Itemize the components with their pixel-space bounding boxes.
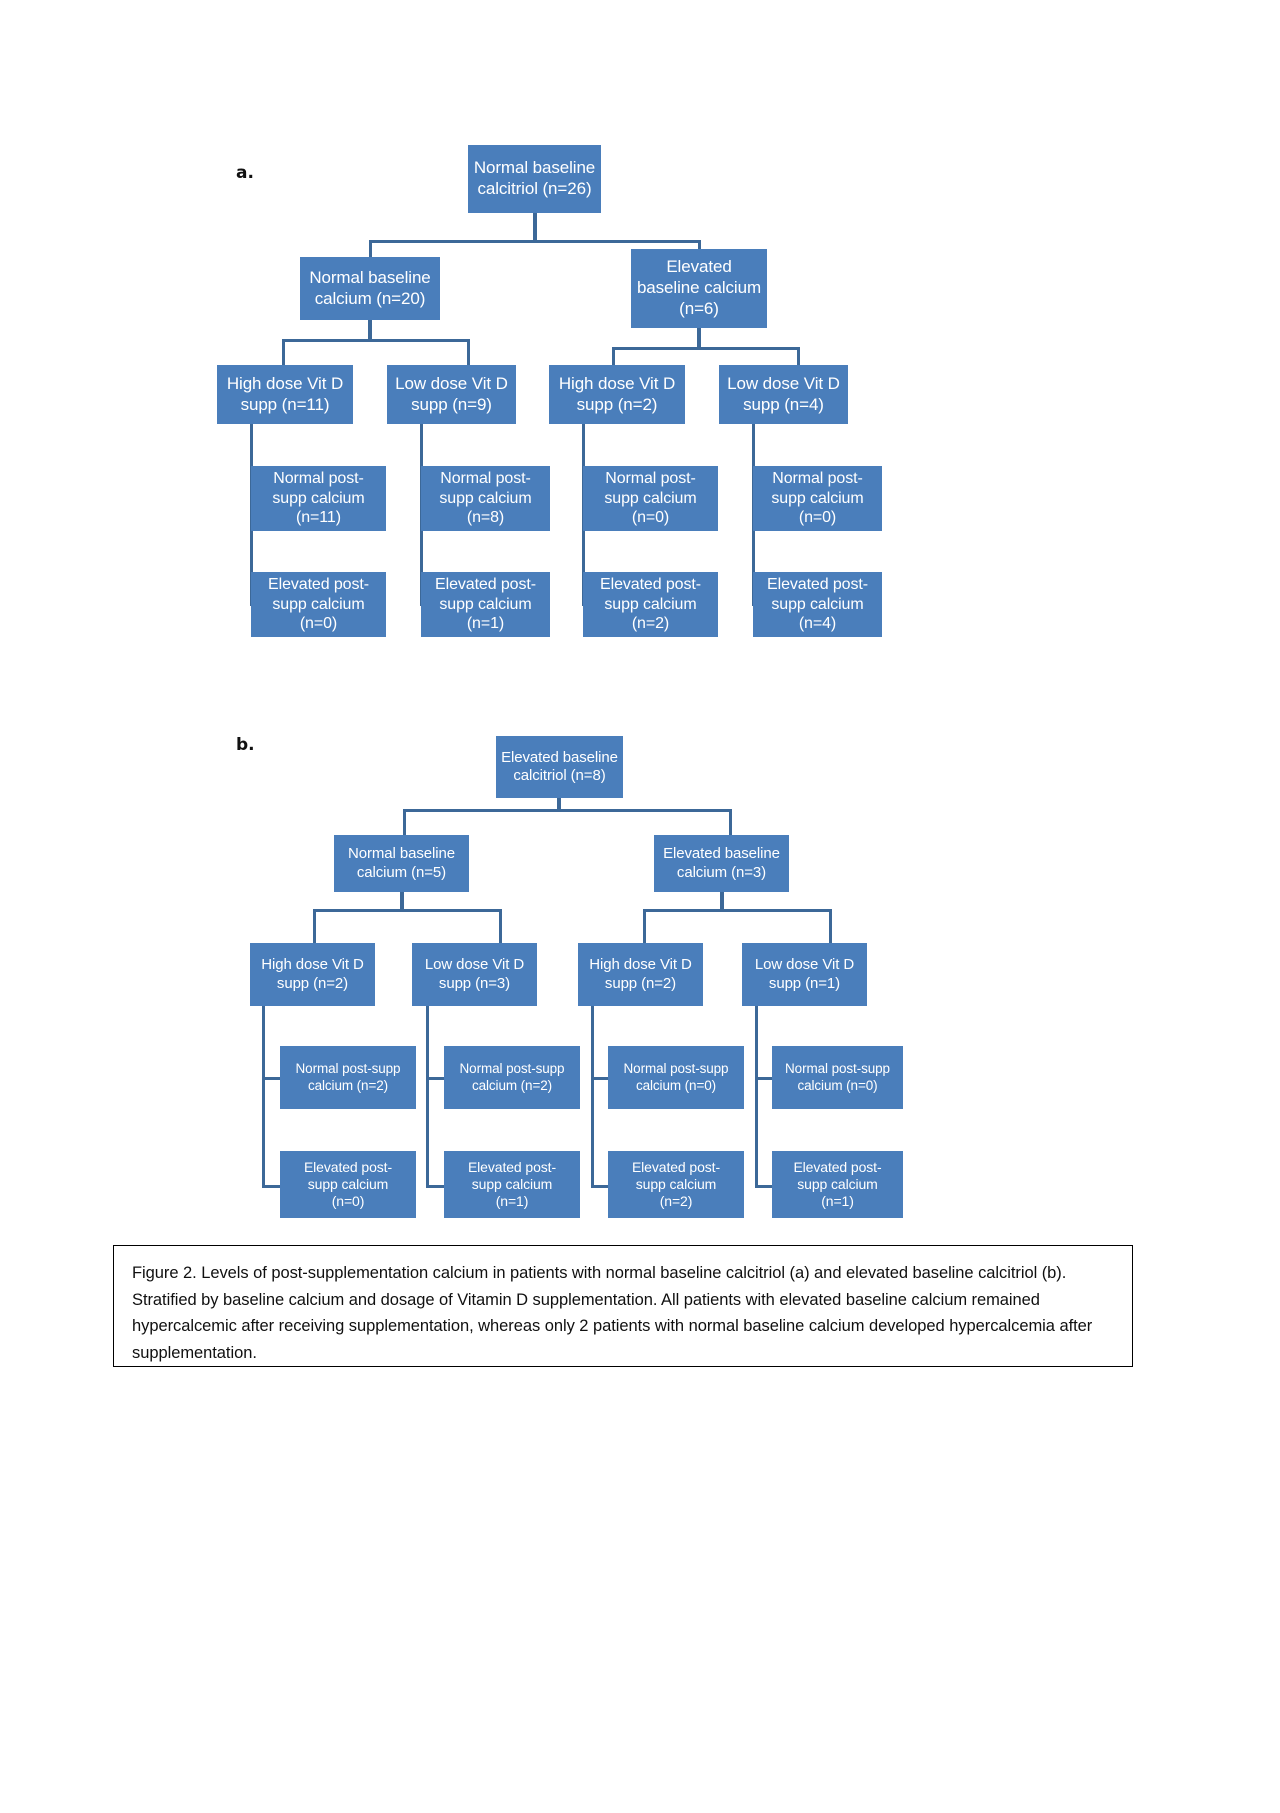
connector-b2-high-to-normal [591, 1077, 609, 1080]
connector-a-root-right-drop [698, 240, 701, 257]
connector-b2-low-to-normal [755, 1077, 773, 1080]
connector-a2-bar [613, 347, 800, 350]
connector-b1-left-drop [313, 909, 316, 943]
connector-b2-low-spine [755, 1006, 758, 1187]
node-a1-high-outcome-normal: Normal post- supp calcium (n=11) [251, 466, 386, 531]
node-a2-high-outcome-normal: Normal post- supp calcium (n=0) [583, 466, 718, 531]
node-b1-high-outcome-normal: Normal post-supp calcium (n=2) [280, 1046, 416, 1109]
node-b1-dose-high: High dose Vit D supp (n=2) [250, 943, 375, 1006]
connector-b1-bar [314, 909, 502, 912]
node-b1-high-outcome-elevated: Elevated post- supp calcium (n=0) [280, 1151, 416, 1218]
node-b2-high-outcome-elevated: Elevated post- supp calcium (n=2) [608, 1151, 744, 1218]
node-a2-low-outcome-normal: Normal post- supp calcium (n=0) [753, 466, 882, 531]
node-b2-low-outcome-elevated: Elevated post- supp calcium (n=1) [772, 1151, 903, 1218]
connector-b-root-right-drop [729, 809, 732, 835]
connector-a-root-bar [370, 240, 701, 243]
connector-a1-bar [283, 339, 470, 342]
connector-b1-stem [400, 892, 404, 910]
node-b2-low-outcome-normal: Normal post-supp calcium (n=0) [772, 1046, 903, 1109]
connector-a-root-stem [533, 213, 537, 241]
node-a1-dose-high: High dose Vit D supp (n=11) [217, 365, 353, 424]
connector-b-root-left-drop [403, 809, 406, 835]
node-b-branch2-baseline: Elevated baseline calcium (n=3) [654, 835, 789, 892]
panel-letter-a: a. [236, 163, 254, 183]
connector-b1-low-to-elevated [426, 1185, 444, 1188]
connector-a2-left-drop [612, 347, 615, 365]
node-a2-dose-low: Low dose Vit D supp (n=4) [719, 365, 848, 424]
connector-b-root-stem [557, 798, 561, 810]
connector-b2-high-to-elevated [591, 1185, 609, 1188]
connector-b1-right-drop [499, 909, 502, 943]
connector-a1-left-drop [282, 339, 285, 365]
connector-a1-stem [368, 320, 372, 340]
node-a-root: Normal baseline calcitriol (n=26) [468, 145, 601, 213]
node-b2-dose-low: Low dose Vit D supp (n=1) [742, 943, 867, 1006]
node-a2-dose-high: High dose Vit D supp (n=2) [549, 365, 685, 424]
node-b2-high-outcome-normal: Normal post-supp calcium (n=0) [608, 1046, 744, 1109]
node-b-branch1-baseline: Normal baseline calcium (n=5) [334, 835, 469, 892]
node-b1-low-outcome-elevated: Elevated post- supp calcium (n=1) [444, 1151, 580, 1218]
node-b1-dose-low: Low dose Vit D supp (n=3) [412, 943, 537, 1006]
node-a-branch1-baseline: Normal baseline calcium (n=20) [300, 257, 440, 320]
connector-b1-low-to-normal [426, 1077, 444, 1080]
connector-b2-stem [720, 892, 724, 910]
connector-a2-right-drop [797, 347, 800, 365]
connector-b2-high-spine [591, 1006, 594, 1187]
connector-b2-low-to-elevated [755, 1185, 773, 1188]
panel-letter-b: b. [236, 735, 255, 755]
connector-b2-left-drop [643, 909, 646, 943]
node-a1-low-outcome-elevated: Elevated post- supp calcium (n=1) [421, 572, 550, 637]
node-b2-dose-high: High dose Vit D supp (n=2) [578, 943, 703, 1006]
node-a1-dose-low: Low dose Vit D supp (n=9) [387, 365, 516, 424]
connector-b1-high-to-normal [262, 1077, 280, 1080]
node-a2-low-outcome-elevated: Elevated post- supp calcium (n=4) [753, 572, 882, 637]
node-b1-low-outcome-normal: Normal post-supp calcium (n=2) [444, 1046, 580, 1109]
node-a1-low-outcome-normal: Normal post- supp calcium (n=8) [421, 466, 550, 531]
node-b-root: Elevated baseline calcitriol (n=8) [496, 736, 623, 798]
node-a1-high-outcome-elevated: Elevated post- supp calcium (n=0) [251, 572, 386, 637]
connector-b2-right-drop [829, 909, 832, 943]
connector-b1-low-spine [426, 1006, 429, 1187]
connector-b-root-bar [404, 809, 732, 812]
figure-caption-box: Figure 2. Levels of post-supplementation… [113, 1245, 1133, 1367]
connector-a1-right-drop [467, 339, 470, 365]
connector-a2-stem [697, 328, 701, 348]
figure-caption-text: Figure 2. Levels of post-supplementation… [132, 1264, 1093, 1363]
connector-b1-high-to-elevated [262, 1185, 280, 1188]
connector-a-root-left-drop [369, 240, 372, 257]
node-a2-high-outcome-elevated: Elevated post- supp calcium (n=2) [583, 572, 718, 637]
connector-b1-high-spine [262, 1006, 265, 1187]
node-a-branch2-baseline: Elevated baseline calcium (n=6) [631, 249, 767, 328]
connector-b2-bar [644, 909, 832, 912]
